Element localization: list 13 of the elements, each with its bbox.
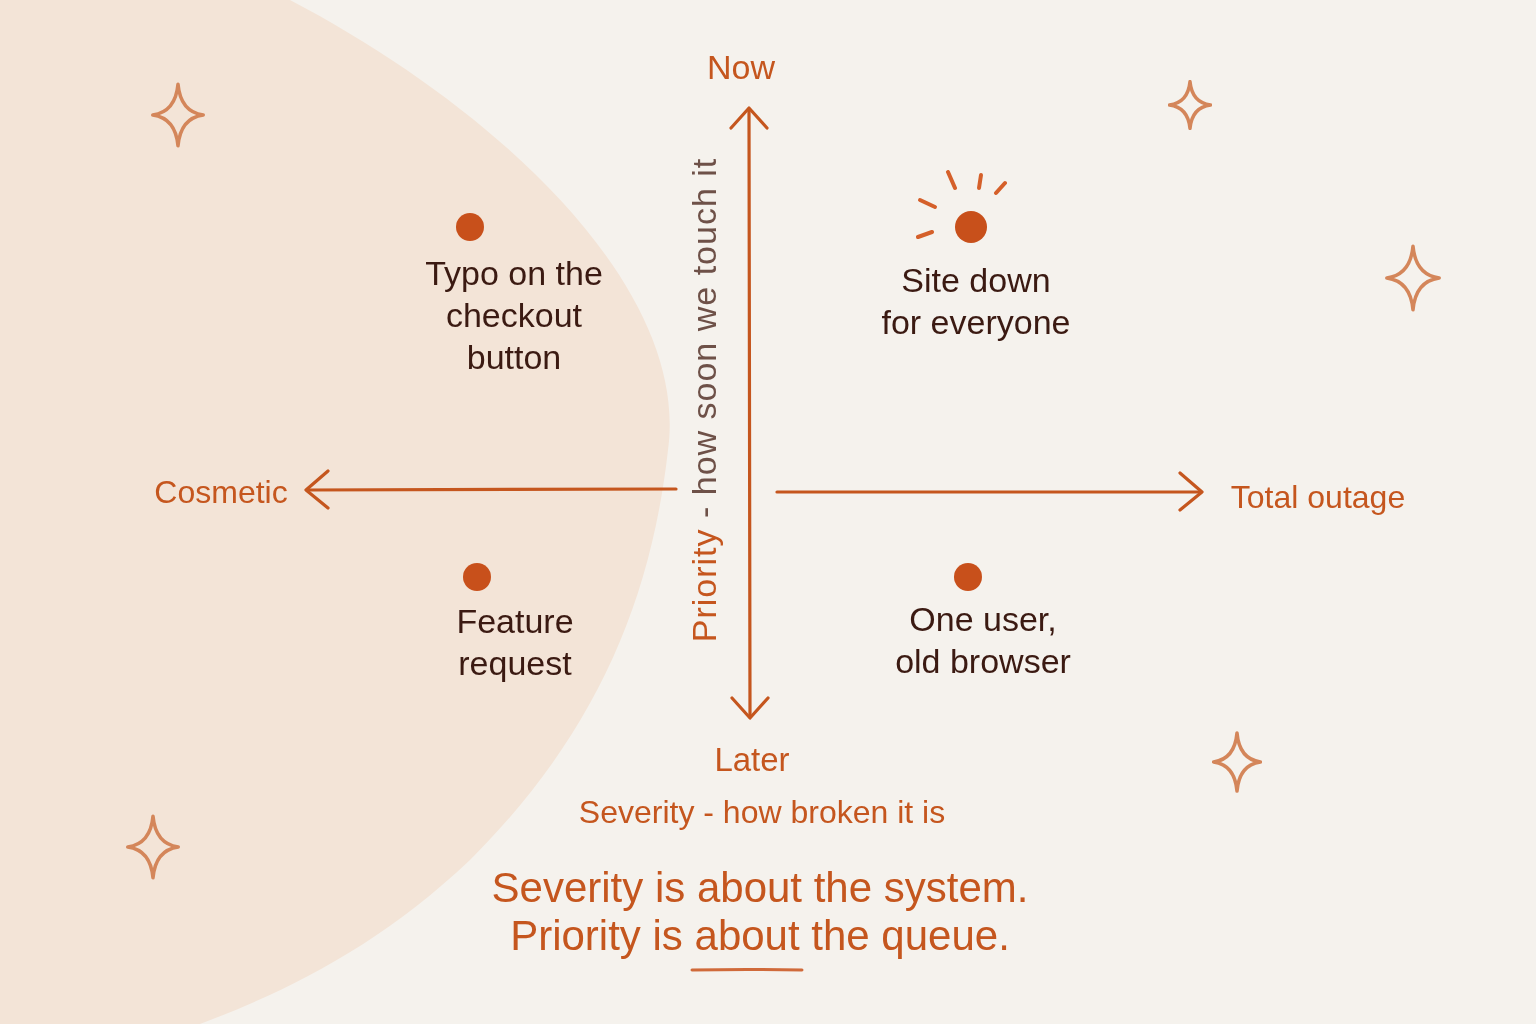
- item-label: Typo on the checkout button: [424, 253, 604, 378]
- caption-text: Severity is about the system. Priority is about the queue.: [490, 864, 1030, 960]
- axis-title: Priority - how soon we touch it: [685, 157, 725, 643]
- axis-title: Severity - how broken it is: [578, 793, 946, 831]
- axis-label: Total outage: [1230, 478, 1406, 516]
- axis-label: Now: [707, 48, 775, 88]
- dot-marker: [955, 211, 987, 243]
- item-label: One user, old browser: [894, 599, 1072, 682]
- axis-label: Cosmetic: [154, 473, 288, 511]
- item-label: Feature request: [455, 601, 575, 684]
- axis-label: Later: [714, 741, 790, 779]
- item-label: Site down for everyone: [880, 260, 1072, 343]
- dot-marker: [954, 563, 982, 591]
